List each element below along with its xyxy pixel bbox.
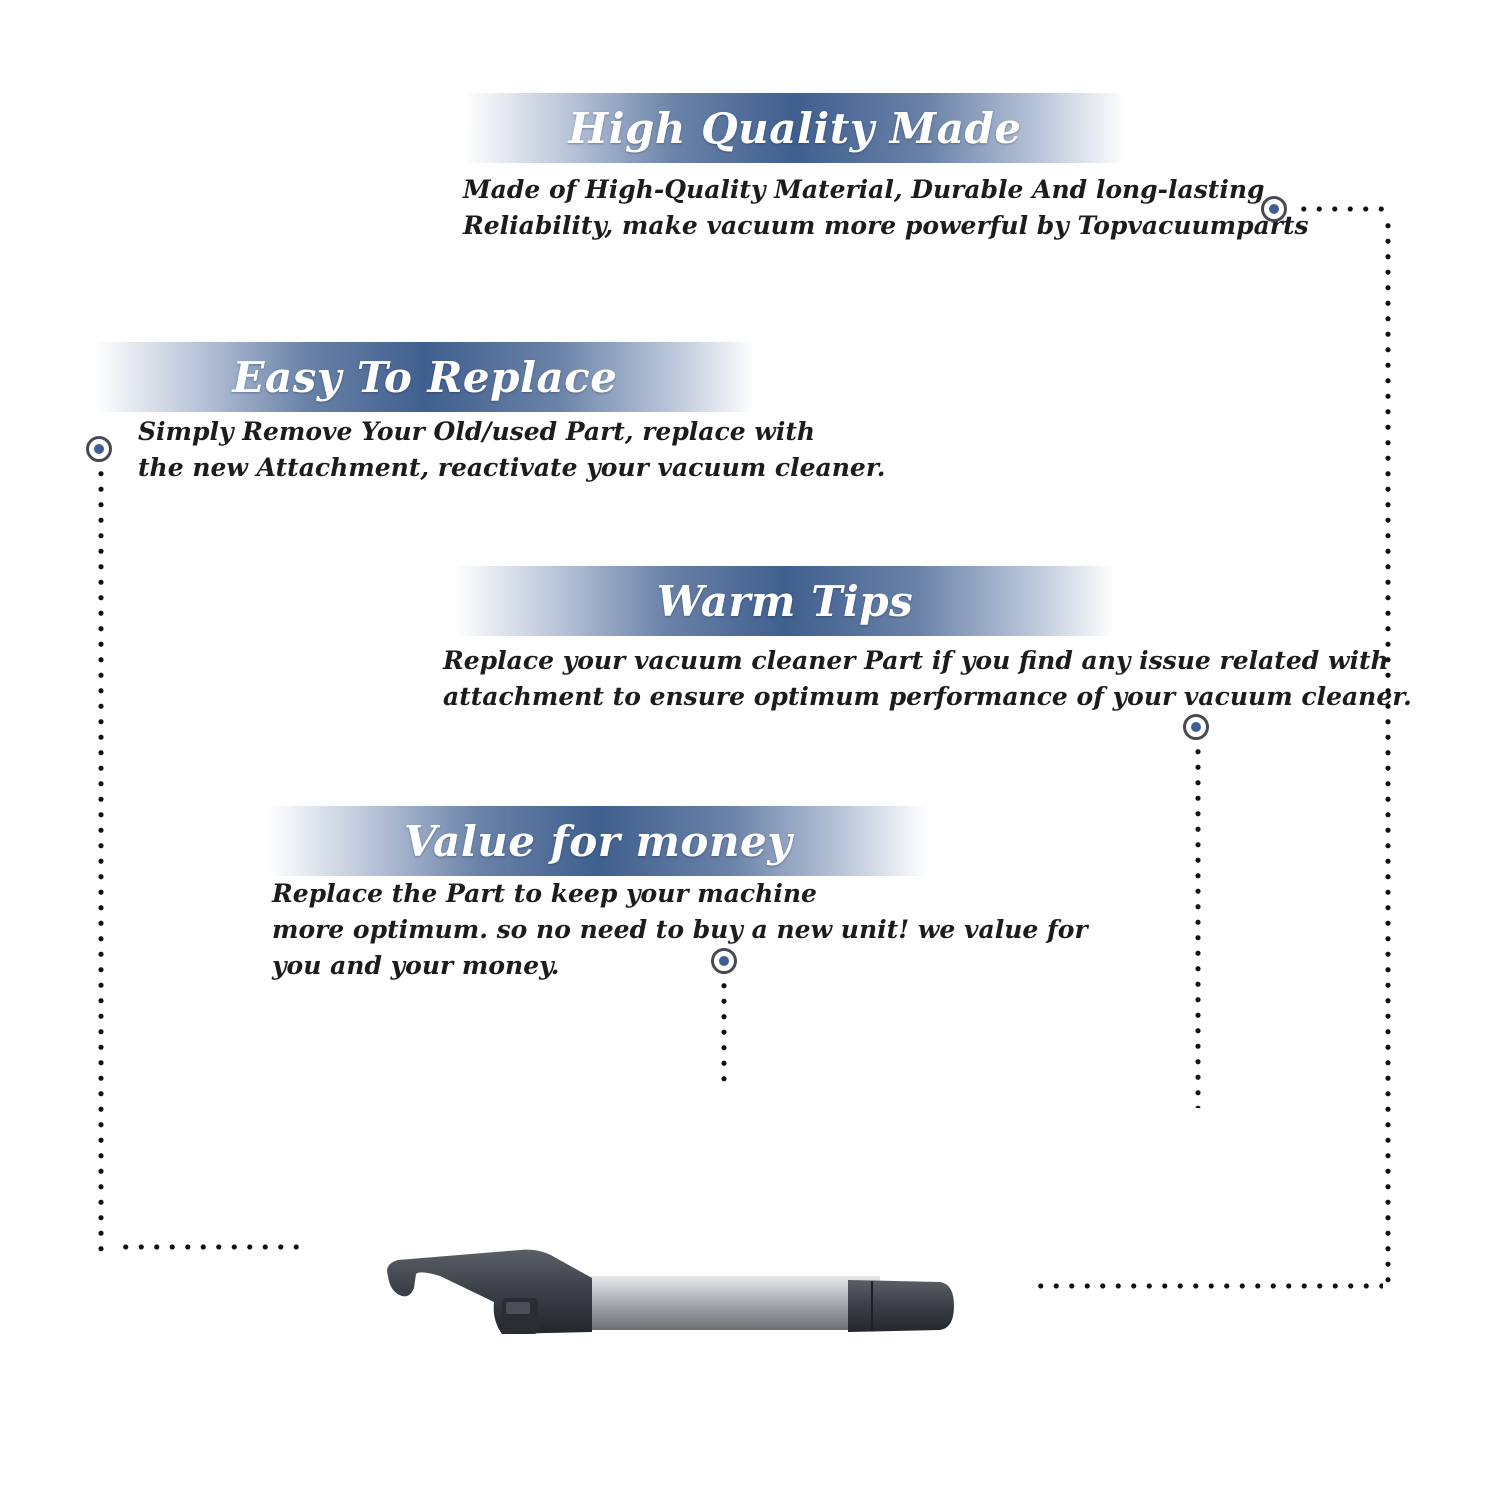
text-line: Simply Remove Your Old/used Part, replac… — [138, 417, 816, 446]
connector-dots — [1296, 206, 1390, 212]
section-title-easy-replace: Easy To Replace — [232, 352, 618, 402]
connector-dots — [118, 1244, 300, 1250]
connector-dots — [1385, 218, 1391, 1292]
section-text-easy-replace: Simply Remove Your Old/used Part, replac… — [138, 414, 885, 486]
connector-dots — [98, 466, 104, 1252]
text-line: Replace the Part to keep your machine — [272, 879, 817, 908]
bullet-marker-icon — [1261, 196, 1287, 222]
bullet-marker-icon — [1183, 714, 1209, 740]
section-text-warm-tips: Replace your vacuum cleaner Part if you … — [443, 643, 1412, 715]
connector-dots — [1195, 744, 1201, 1108]
banner-value-money: Value for money — [268, 806, 928, 876]
section-text-high-quality: Made of High-Quality Material, Durable A… — [463, 172, 1309, 244]
section-title-value-money: Value for money — [403, 816, 793, 866]
section-title-high-quality: High Quality Made — [568, 103, 1022, 153]
text-line: attachment to ensure optimum performance… — [443, 682, 1412, 711]
text-line: Replace your vacuum cleaner Part if you … — [443, 646, 1389, 675]
bullet-marker-icon — [86, 436, 112, 462]
connector-dots — [1033, 1283, 1383, 1289]
bullet-marker-icon — [711, 948, 737, 974]
text-line: Reliability, make vacuum more powerful b… — [463, 211, 1309, 240]
text-line: Made of High-Quality Material, Durable A… — [463, 175, 1265, 204]
banner-warm-tips: Warm Tips — [455, 566, 1115, 636]
text-line: you and your money. — [272, 951, 560, 980]
text-line: more optimum. so no need to buy a new un… — [272, 915, 1088, 944]
banner-easy-replace: Easy To Replace — [95, 342, 755, 412]
text-line: the new Attachment, reactivate your vacu… — [138, 453, 886, 482]
section-text-value-money: Replace the Part to keep your machine mo… — [272, 876, 1088, 984]
vacuum-wand-handle-image — [387, 1249, 954, 1334]
section-title-warm-tips: Warm Tips — [656, 576, 914, 626]
connector-dots — [721, 978, 727, 1090]
banner-high-quality: High Quality Made — [465, 93, 1125, 163]
